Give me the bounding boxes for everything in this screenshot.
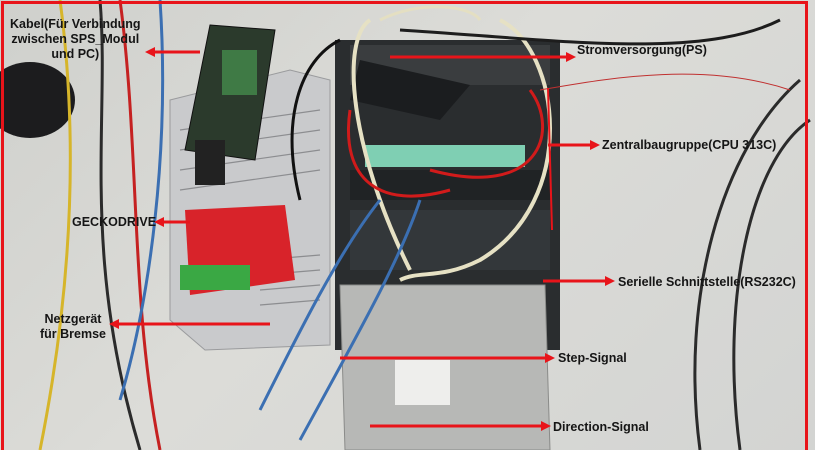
label-cpu: Zentralbaugruppe(CPU 313C) bbox=[602, 138, 777, 152]
mouse bbox=[0, 62, 75, 138]
label-direction-signal: Direction-Signal bbox=[553, 420, 649, 434]
label-geckodrive: GECKODRIVE bbox=[72, 215, 157, 229]
label-cable-line: zwischen SPS_Modul bbox=[11, 32, 140, 46]
label-cable-line: Kabel(Für Verbindung bbox=[10, 17, 141, 31]
label-cable-line: und PC) bbox=[51, 47, 100, 61]
label-serial-interface: Serielle Schnittstelle(RS232C) bbox=[618, 275, 796, 289]
label-cable: Kabel(Für Verbindung zwischen SPS_Modul … bbox=[10, 17, 141, 62]
annotation-arrows bbox=[109, 47, 615, 431]
label-power-supply: Stromversorgung(PS) bbox=[577, 43, 707, 57]
label-brake-psu-line: Netzgerät bbox=[44, 312, 102, 326]
label-step-signal: Step-Signal bbox=[558, 351, 627, 365]
label-brake-psu-line: für Bremse bbox=[40, 327, 106, 341]
label-brake-psu: Netzgerät für Bremse bbox=[40, 312, 106, 342]
